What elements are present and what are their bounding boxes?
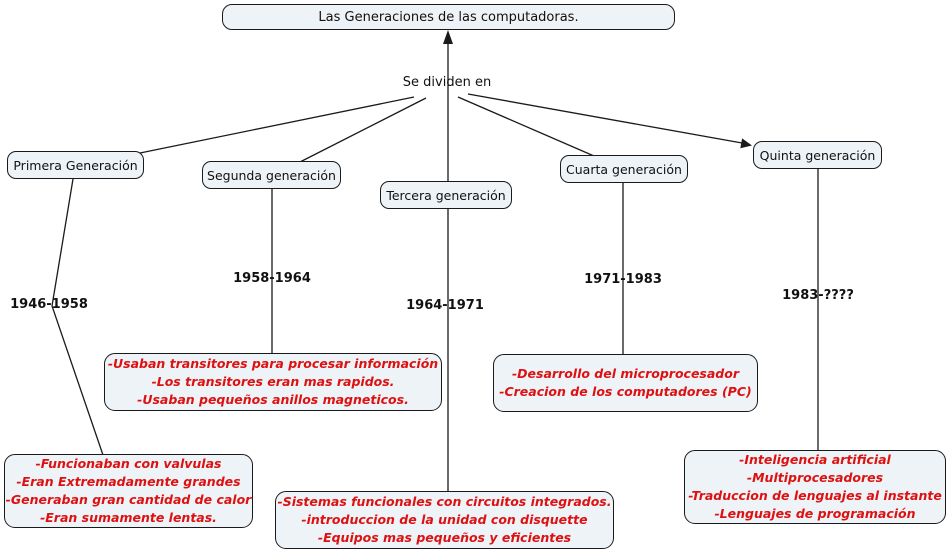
period-label-tercera[interactable]: 1964-1971	[406, 298, 484, 313]
connector-to-quinta	[467, 93, 743, 144]
detail-line: -Funcionaban con valvulas	[35, 456, 222, 471]
connector-primera-details	[51, 178, 104, 456]
detail-line: -Generaban gran cantidad de calor	[5, 492, 252, 507]
details-primera-generacion[interactable]: -Funcionaban con valvulas -Eran Extremad…	[4, 454, 253, 528]
connector-to-primera	[139, 96, 415, 154]
detail-line: -Eran sumamente lentas.	[40, 510, 217, 525]
detail-line: -Usaban pequeños anillos magneticos.	[137, 392, 409, 407]
root-node[interactable]: Las Generaciones de las computadoras.	[222, 4, 675, 30]
node-segunda-generacion[interactable]: Segunda generación	[202, 161, 341, 189]
detail-line: -Los transitores eran mas rapidos.	[151, 374, 395, 389]
detail-line: -Equipos mas pequeños y eficientes	[317, 530, 572, 545]
node-quinta-generacion[interactable]: Quinta generación	[753, 141, 882, 169]
node-tercera-generacion[interactable]: Tercera generación	[380, 181, 512, 209]
node-label: Primera Generación	[13, 157, 138, 173]
root-node-label: Las Generaciones de las computadoras.	[318, 9, 579, 25]
detail-line: -introduccion de la unidad con disquette	[301, 512, 588, 527]
period-label-cuarta[interactable]: 1971-1983	[584, 272, 662, 287]
period-label-primera[interactable]: 1946-1958	[10, 297, 88, 312]
divider-label[interactable]: Se dividen en	[402, 75, 492, 90]
detail-line: -Inteligencia artificial	[739, 452, 891, 467]
detail-line: -Usaban transitores para procesar inform…	[107, 356, 439, 371]
details-segunda-generacion[interactable]: -Usaban transitores para procesar inform…	[104, 353, 442, 411]
connector-to-cuarta	[457, 96, 595, 157]
detail-line: -Eran Extremadamente grandes	[16, 474, 241, 489]
node-label: Segunda generación	[207, 167, 336, 183]
node-label: Cuarta generación	[566, 161, 682, 177]
connector-to-segunda	[299, 97, 427, 163]
period-label-quinta[interactable]: 1983-????	[782, 288, 854, 303]
details-tercera-generacion[interactable]: -Sistemas funcionales con circuitos inte…	[275, 491, 614, 549]
detail-line: -Multiprocesadores	[746, 470, 884, 485]
detail-line: -Desarrollo del microprocesador	[511, 366, 740, 381]
node-primera-generacion[interactable]: Primera Generación	[7, 151, 144, 179]
arrowhead-right-icon	[740, 138, 752, 149]
node-label: Quinta generación	[759, 147, 876, 163]
node-cuarta-generacion[interactable]: Cuarta generación	[560, 155, 688, 183]
details-cuarta-generacion[interactable]: -Desarrollo del microprocesador -Creacio…	[493, 354, 758, 412]
detail-line: -Lenguajes de programación	[714, 506, 916, 521]
detail-line: -Creacion de los computadores (PC)	[499, 384, 752, 399]
detail-line: -Sistemas funcionales con circuitos inte…	[277, 494, 612, 509]
detail-line: -Traduccion de lenguajes al instante	[688, 488, 942, 503]
node-label: Tercera generación	[386, 187, 506, 203]
details-quinta-generacion[interactable]: -Inteligencia artificial -Multiprocesado…	[684, 450, 946, 524]
arrowhead-up-icon	[443, 30, 453, 44]
period-label-segunda[interactable]: 1958-1964	[233, 271, 311, 286]
